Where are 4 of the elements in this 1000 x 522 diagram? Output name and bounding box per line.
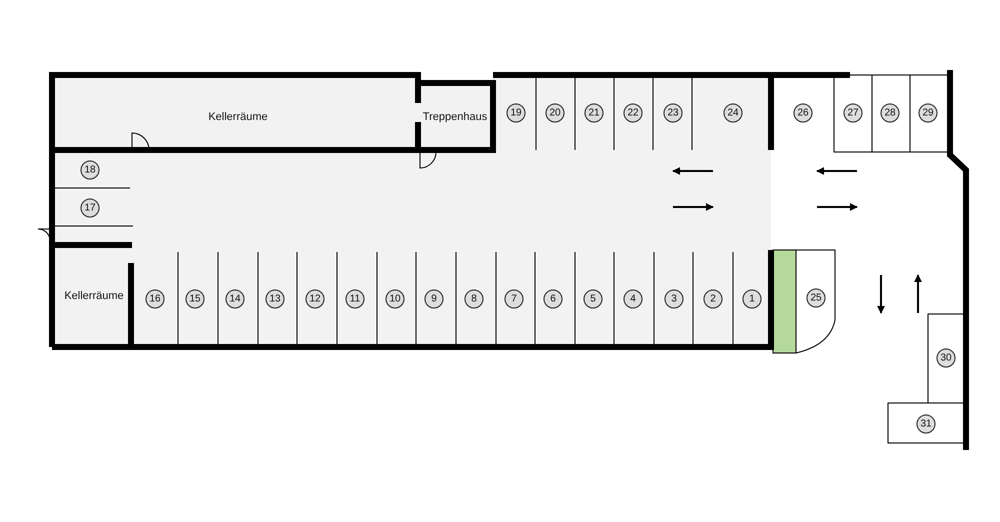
room-label: Kellerräume bbox=[208, 111, 268, 123]
room-label: Kellerräume bbox=[64, 290, 124, 302]
room-label: Treppenhaus bbox=[422, 111, 488, 123]
parking-space-number: 26 bbox=[794, 104, 812, 122]
